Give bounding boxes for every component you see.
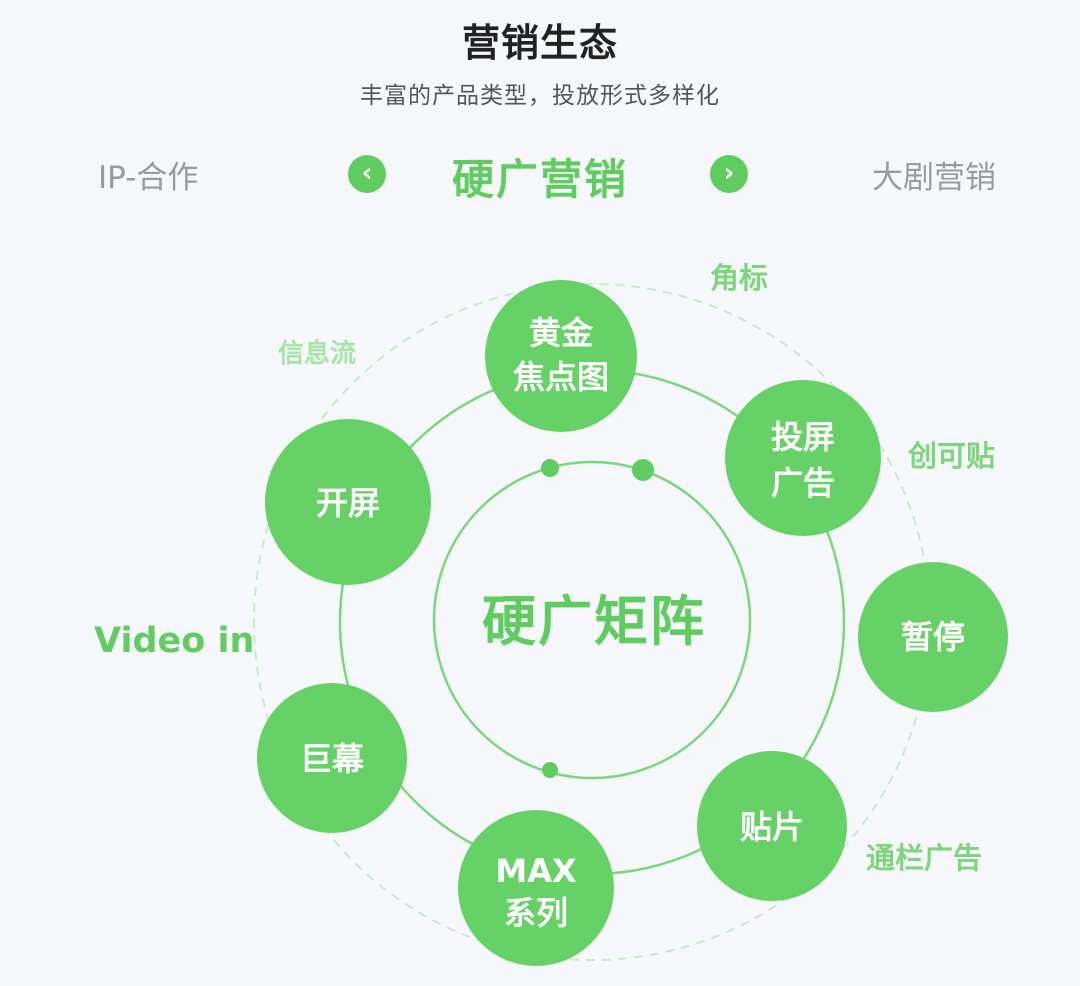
node-pre-roll[interactable]: 贴片 (697, 751, 847, 901)
node-label-line: 焦点图 (513, 358, 609, 396)
chevron-left-icon[interactable]: ‹ (348, 155, 386, 193)
tab-ip-cooperation[interactable]: IP-合作 (98, 160, 199, 196)
tab-drama-marketing[interactable]: 大剧营销 (872, 160, 996, 196)
node-circle (725, 380, 881, 536)
page-subtitle: 丰富的产品类型，投放形式多样化 (360, 83, 720, 109)
outer-label-creative-sticker: 创可贴 (907, 439, 995, 473)
node-giant-screen[interactable]: 巨幕 (257, 683, 407, 833)
node-label-line: 巨幕 (300, 740, 365, 778)
node-pause[interactable]: 暂停 (858, 562, 1008, 712)
inner-ring (432, 460, 752, 780)
node-label-line: 系列 (504, 894, 568, 932)
center-label: 硬广矩阵 (482, 590, 706, 653)
outer-label-video-in: Video in (94, 621, 254, 661)
ring-dot (632, 459, 654, 481)
node-circle (485, 280, 637, 432)
node-splash-screen[interactable]: 开屏 (265, 419, 431, 585)
node-circle (458, 810, 614, 966)
ring-dot (542, 762, 558, 778)
node-circle (697, 751, 847, 901)
node-golden-focus[interactable]: 黄金 焦点图 (485, 280, 637, 432)
node-label-line: 开屏 (316, 484, 380, 522)
outer-label-banner-ad: 通栏广告 (866, 841, 982, 875)
chevron-right-icon[interactable]: › (710, 155, 748, 193)
node-circle (858, 562, 1008, 712)
node-circle (265, 419, 431, 585)
node-cast-screen-ad[interactable]: 投屏 广告 (725, 380, 881, 536)
outer-label-info-feed: 信息流 (278, 338, 356, 369)
outer-label-corner-mark: 角标 (710, 261, 768, 295)
node-label-line: 黄金 (529, 314, 594, 352)
node-label-line: 暂停 (901, 618, 965, 656)
node-label-line: 广告 (771, 464, 835, 502)
node-label-line: 贴片 (740, 808, 804, 846)
node-max-series[interactable]: MAX 系列 (458, 810, 614, 966)
ring-dot (541, 459, 559, 477)
node-circle (257, 683, 407, 833)
node-label-line: 投屏 (771, 418, 835, 456)
node-label-line: MAX (495, 852, 577, 890)
tab-hard-ad-marketing[interactable]: 硬广营销 (451, 155, 628, 204)
page-title: 营销生态 (461, 21, 618, 65)
